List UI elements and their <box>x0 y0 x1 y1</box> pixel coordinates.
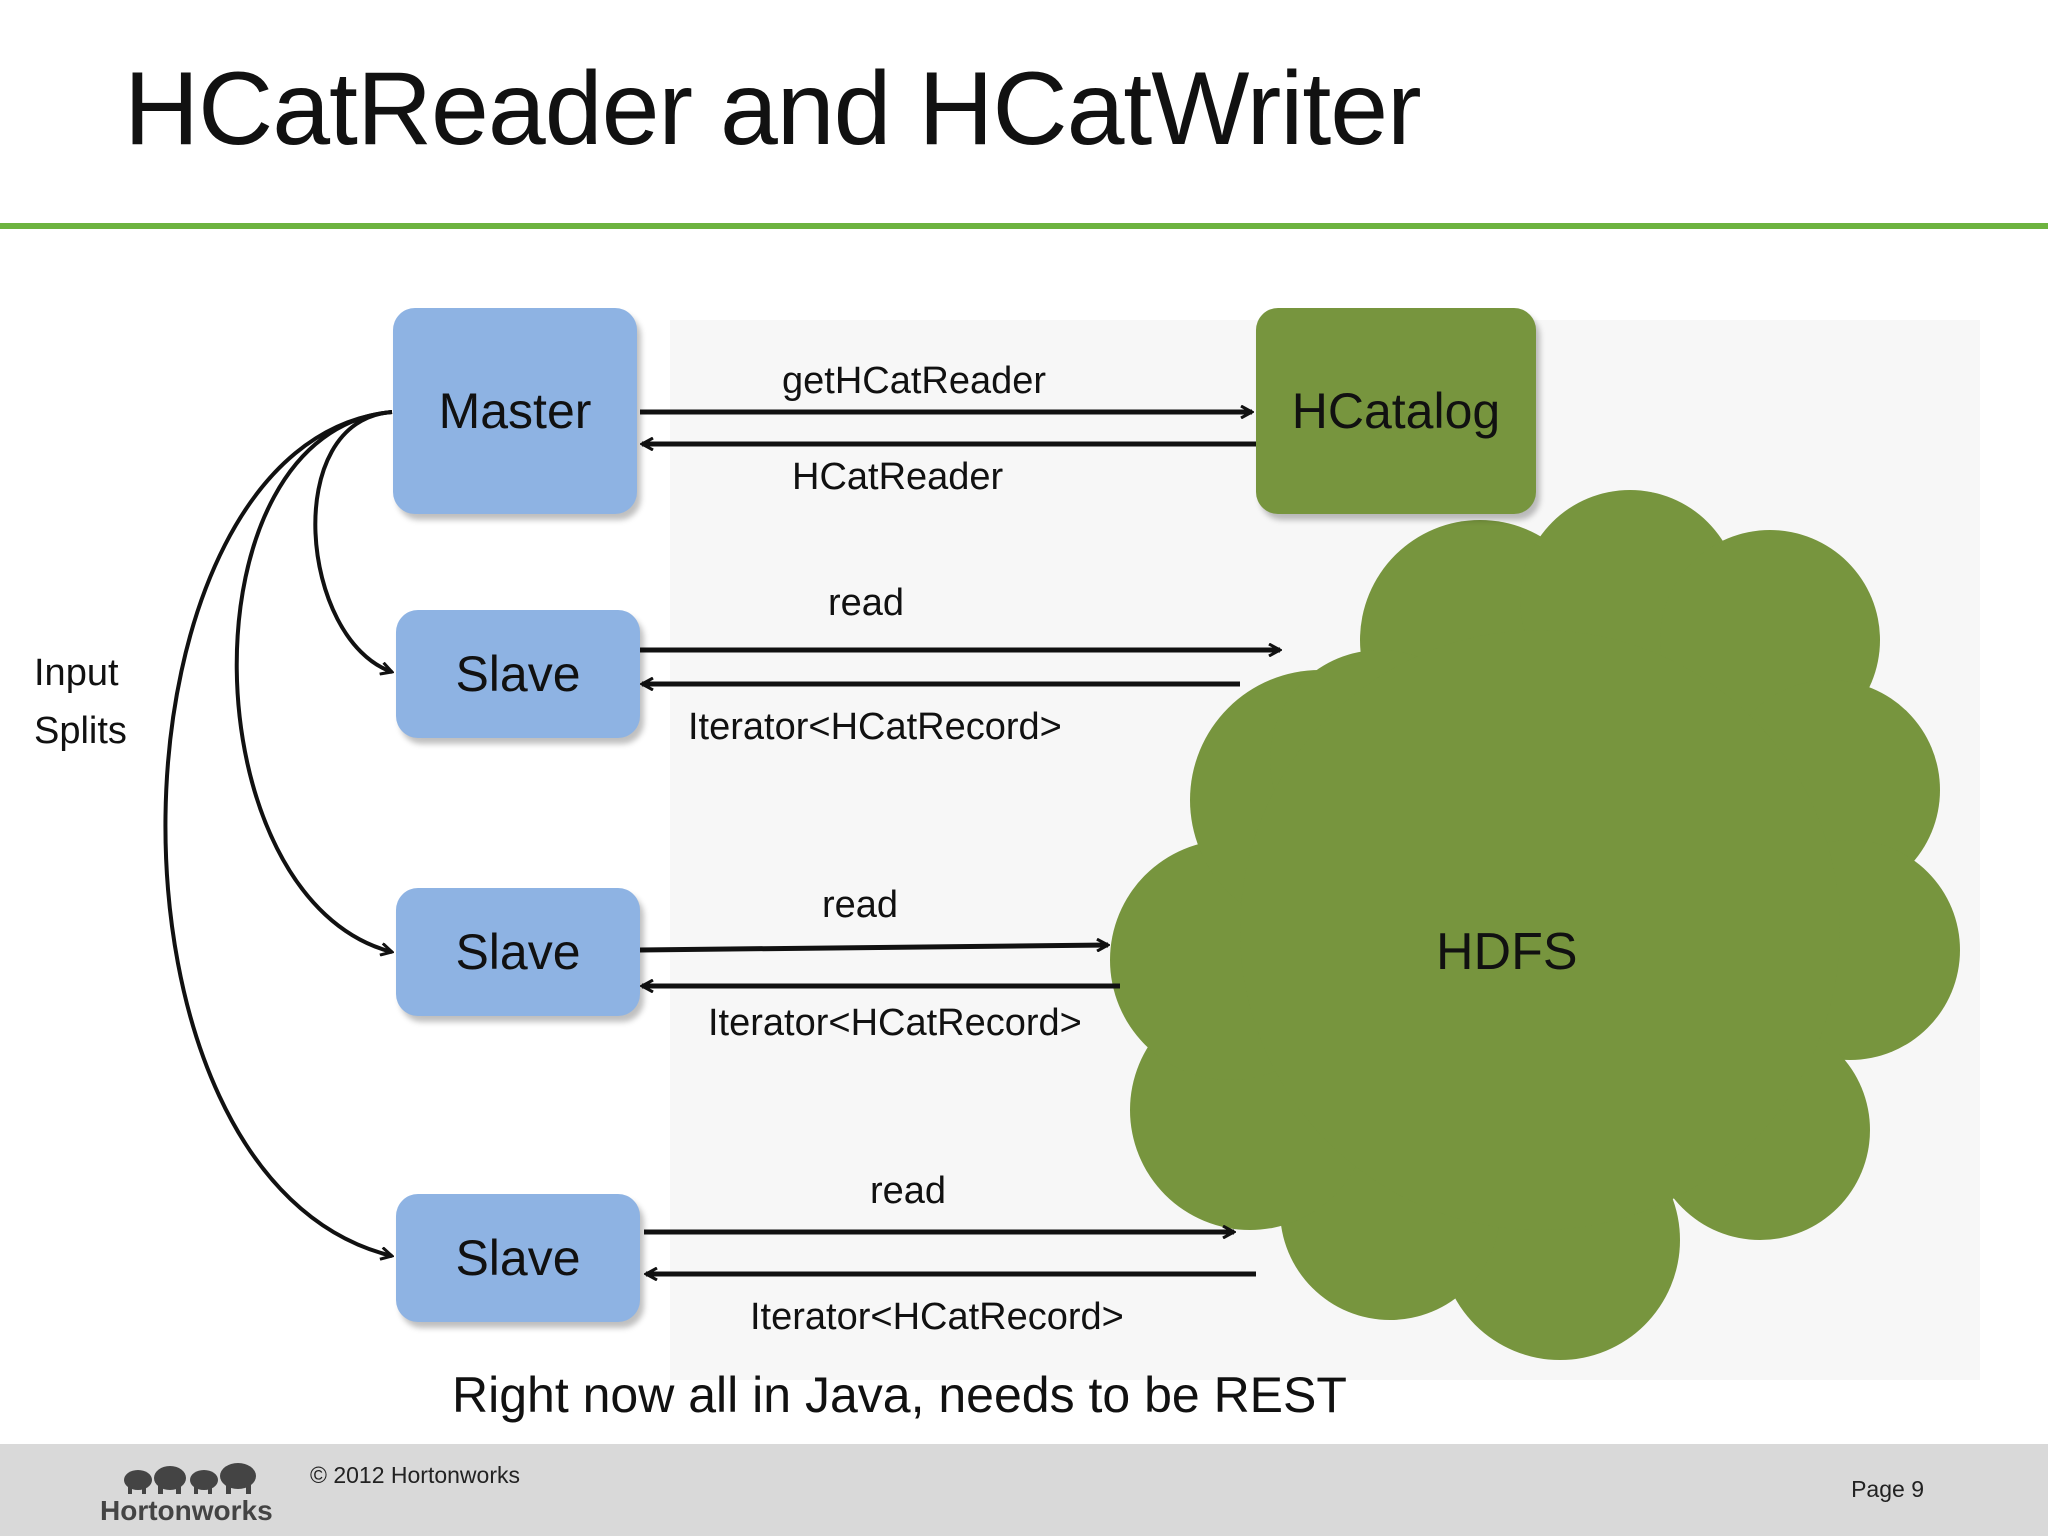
master-node: Master <box>393 308 637 514</box>
split-curve-1 <box>313 410 392 672</box>
hortonworks-logo-text: Hortonworks <box>100 1495 273 1526</box>
hortonworks-logo-icon <box>124 1463 256 1494</box>
copyright-text: © 2012 Hortonworks <box>310 1462 520 1488</box>
split-curve-2 <box>234 410 392 952</box>
label-read-1: read <box>828 582 905 624</box>
slave-node-2: Slave <box>396 888 640 1016</box>
slave-node-1: Slave <box>396 610 640 738</box>
arrow-read-2 <box>639 945 1108 953</box>
label-read-3: read <box>870 1170 947 1212</box>
hdfs-cloud-shape <box>1110 490 1960 1360</box>
footer-bar <box>0 1444 2048 1536</box>
label-iter-2: Iterator<HCatRecord> <box>708 1002 1082 1044</box>
split-curve-3 <box>163 410 392 1256</box>
hcatalog-node: HCatalog <box>1256 308 1536 514</box>
label-iter-3: Iterator<HCatRecord> <box>750 1296 1124 1338</box>
label-reader-return: HCatReader <box>792 456 1004 498</box>
footnote: Right now all in Java, needs to be REST <box>452 1367 1347 1423</box>
label-iter-1: Iterator<HCatRecord> <box>688 706 1062 748</box>
label-get-reader: getHCatReader <box>782 360 1047 402</box>
label-read-2: read <box>822 884 899 926</box>
hdfs-label: HDFS <box>1436 923 1578 981</box>
input-splits-line-2: Splits <box>34 710 127 752</box>
page-title: HCatReader and HCatWriter <box>124 51 1422 167</box>
title-divider <box>0 223 2048 229</box>
page-number: Page 9 <box>1851 1476 1924 1502</box>
slave-node-3: Slave <box>396 1194 640 1322</box>
input-splits-label: Input Splits <box>34 644 127 760</box>
input-splits-line-1: Input <box>34 652 119 694</box>
